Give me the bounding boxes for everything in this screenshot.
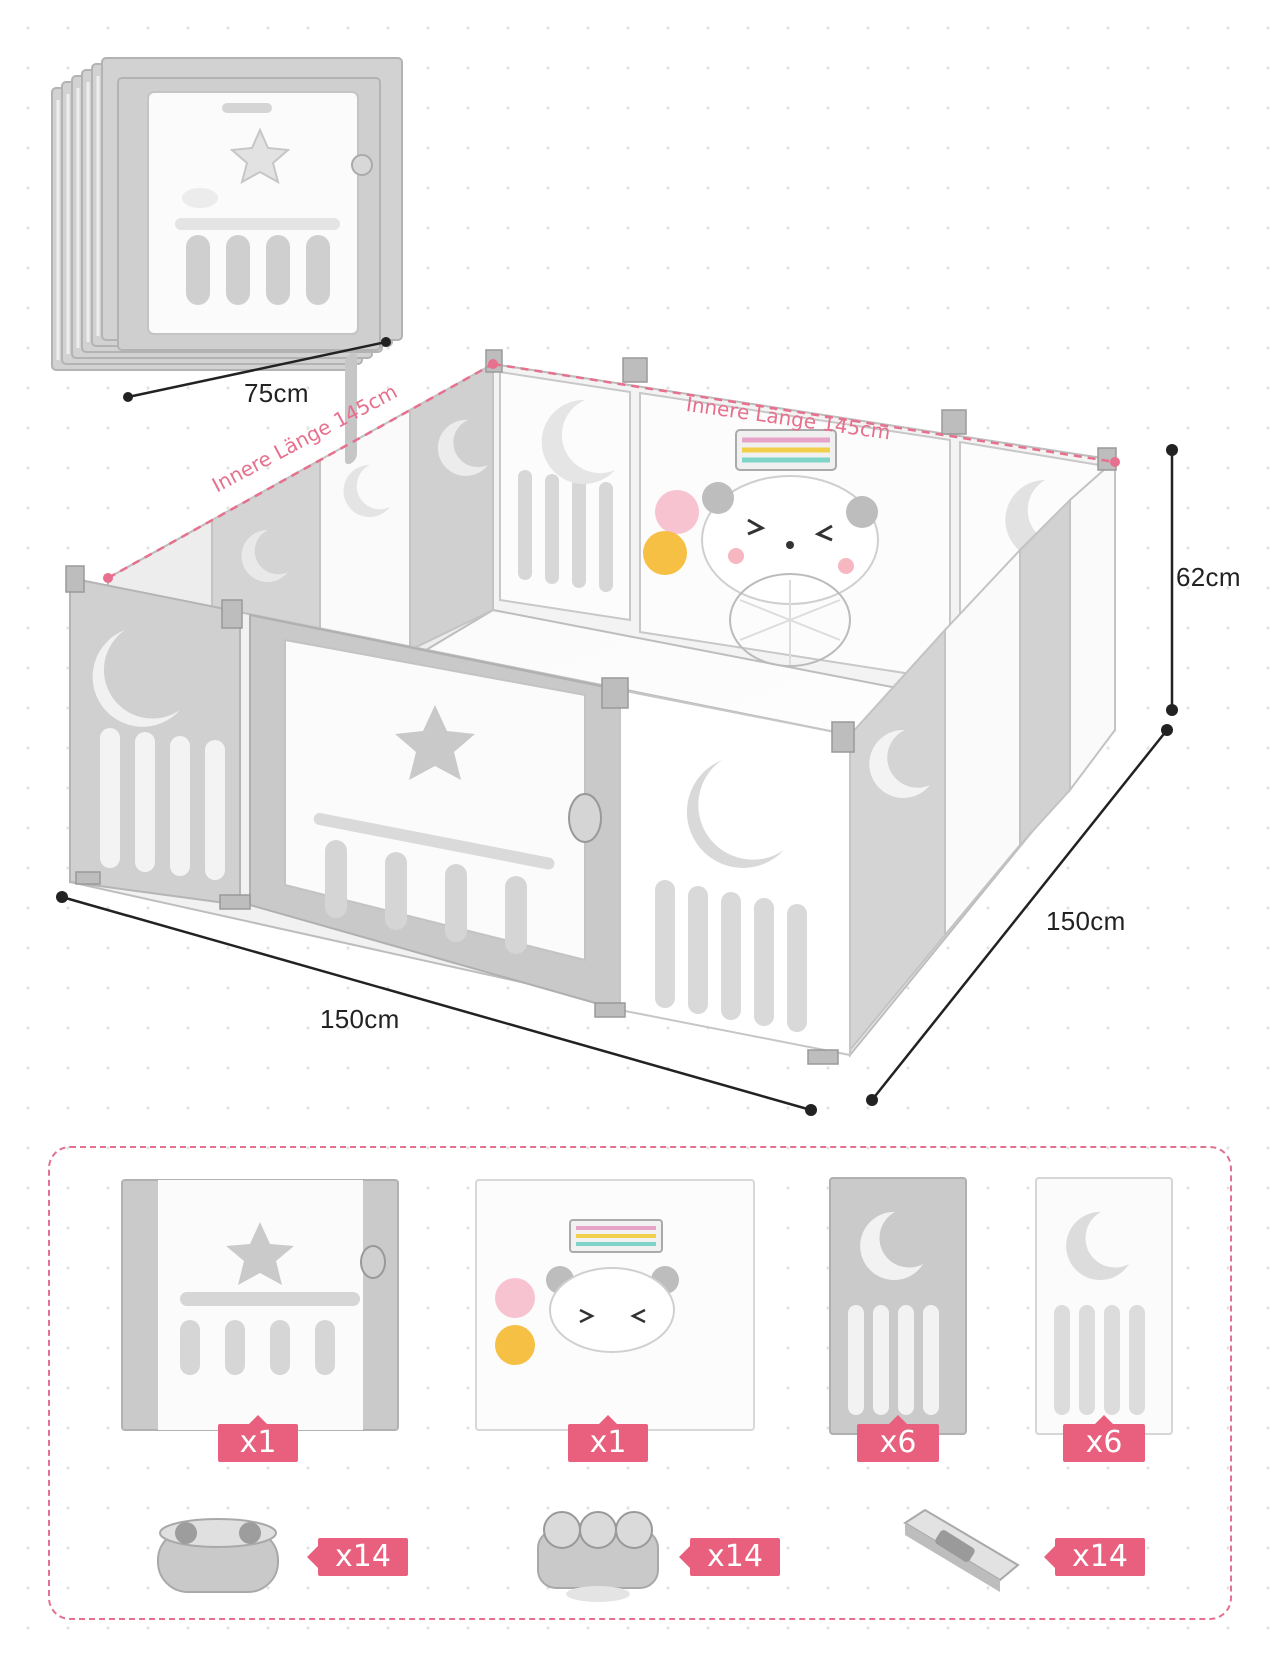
folded-width-dimension-line [123, 337, 391, 402]
folded-width-label: 75cm [244, 378, 309, 408]
activity-panel-part [475, 1179, 755, 1431]
white-panel-part [1035, 1177, 1173, 1435]
grey-panel-part [829, 1177, 967, 1435]
round-connector-part [157, 1518, 279, 1593]
folded-playpen [51, 57, 403, 371]
flower-buttons [643, 490, 699, 575]
side-length-label: 150cm [1046, 906, 1126, 936]
front-length-label: 150cm [320, 1004, 400, 1034]
parts-list-frame [48, 1146, 1232, 1620]
abacus [735, 429, 837, 471]
dimension-lines [61, 450, 1174, 1112]
triple-connector-quantity: x14 [679, 1538, 780, 1576]
grey-panel-quantity: x6 [857, 1415, 939, 1462]
activity-panel-quantity: x1 [568, 1415, 648, 1462]
slide-clip-quantity: x14 [1044, 1538, 1145, 1576]
triple-connector-part [537, 1511, 659, 1602]
white-panel-quantity: x6 [1063, 1415, 1145, 1462]
cat-face-decoration [701, 475, 879, 667]
door-panel-quantity: x1 [218, 1415, 298, 1462]
door-panel-part [121, 1179, 399, 1431]
inner-length-markers [103, 359, 1120, 583]
slide-clip-part [903, 1508, 1020, 1592]
height-label: 62cm [1176, 562, 1241, 592]
round-connector-quantity: x14 [307, 1538, 408, 1576]
assembled-playpen [65, 349, 1117, 1065]
